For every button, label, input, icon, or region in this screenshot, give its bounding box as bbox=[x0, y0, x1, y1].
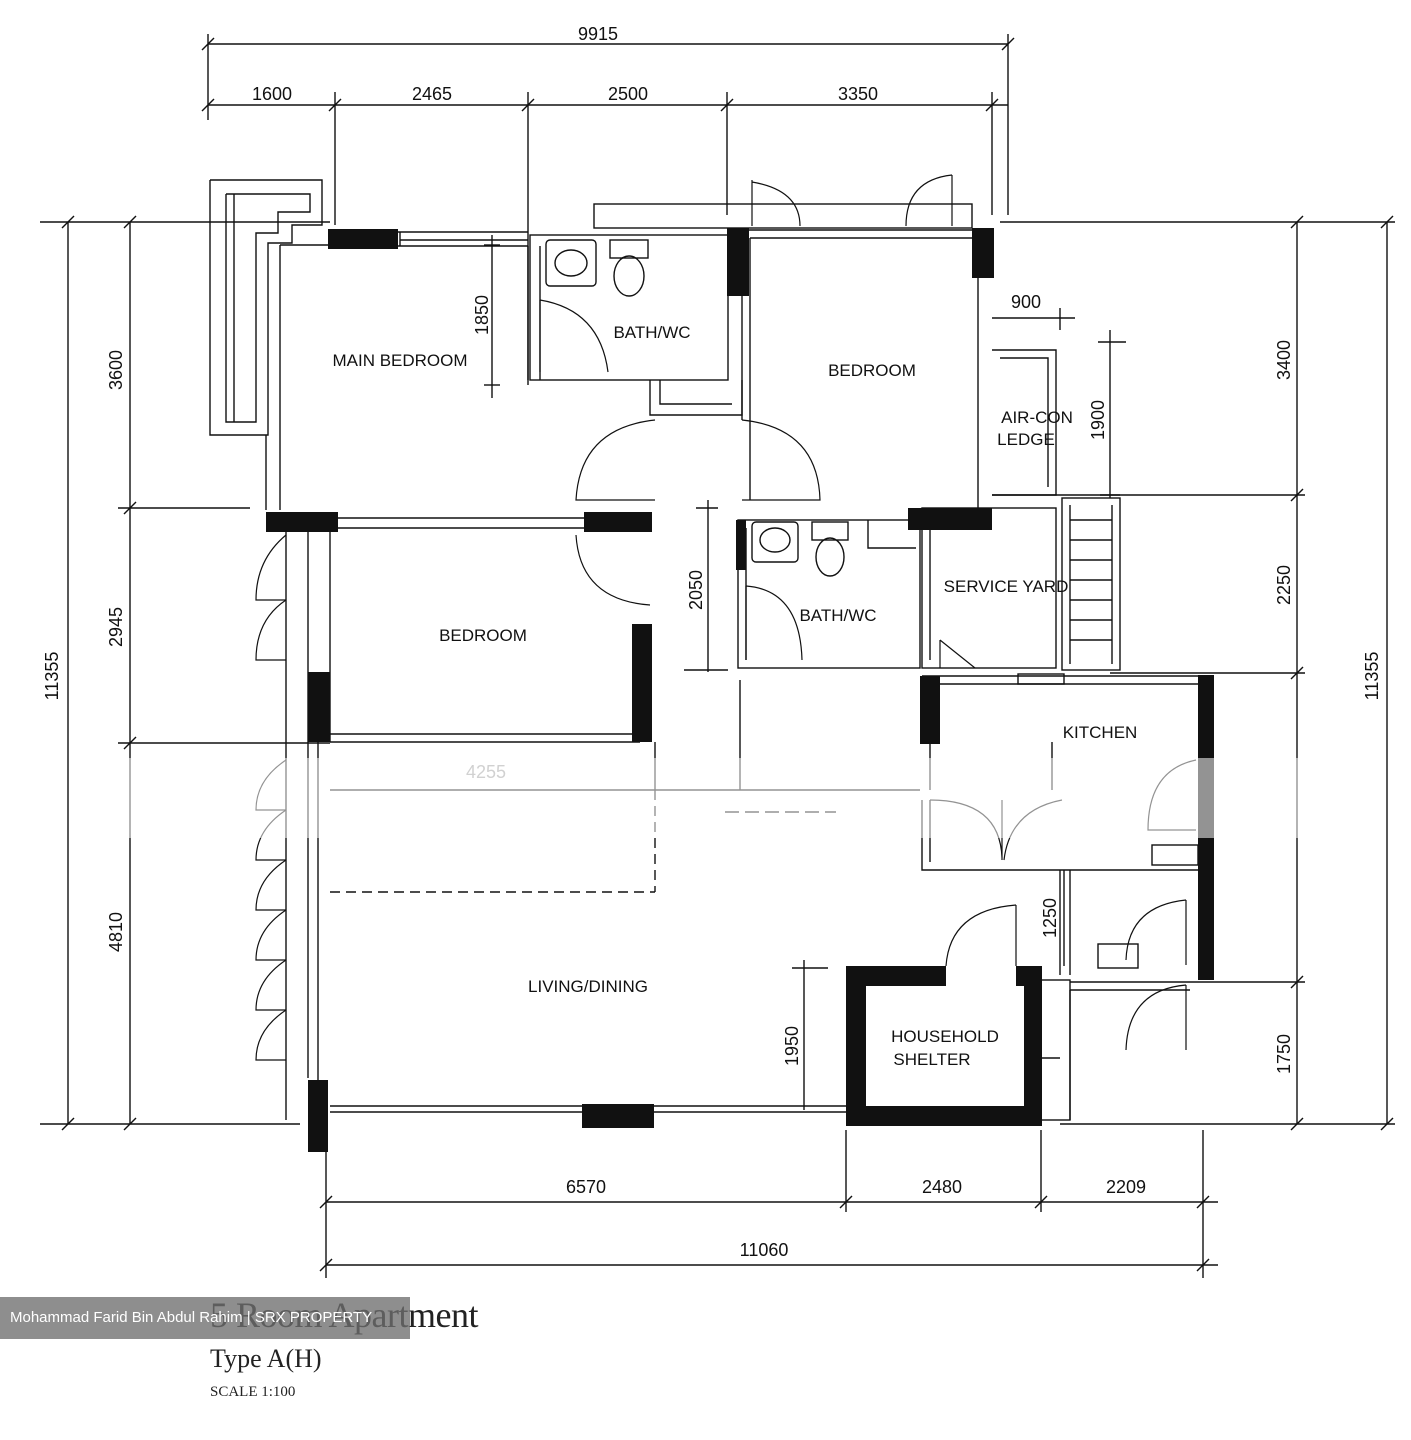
plan-scale: SCALE 1:100 bbox=[210, 1384, 296, 1400]
room-kitchen: KITCHEN bbox=[1063, 723, 1138, 742]
dim-left-3: 4810 bbox=[106, 912, 126, 952]
dim-bottom-1: 6570 bbox=[566, 1177, 606, 1197]
dim-right-1: 3400 bbox=[1274, 340, 1294, 380]
faded-band bbox=[100, 758, 1310, 838]
internal-dimensions bbox=[484, 235, 1126, 1110]
dim-bath-height: 1850 bbox=[472, 295, 492, 335]
room-service-yard: SERVICE YARD bbox=[944, 577, 1069, 596]
room-bedroom-left: BEDROOM bbox=[439, 626, 527, 645]
dim-shelter-height: 1950 bbox=[782, 1026, 802, 1066]
dim-kitchen-height: 1250 bbox=[1040, 898, 1060, 938]
dim-left-2: 2945 bbox=[106, 607, 126, 647]
dim-bath-mid-height: 2050 bbox=[686, 570, 706, 610]
dim-bottom-3: 2209 bbox=[1106, 1177, 1146, 1197]
dim-bottom-total: 11060 bbox=[740, 1240, 789, 1260]
planter-box bbox=[209, 179, 323, 436]
dim-aircon-width: 900 bbox=[1011, 292, 1041, 312]
bath-fixtures bbox=[545, 239, 849, 577]
dim-top-3: 2500 bbox=[608, 84, 648, 104]
dim-right-total: 11355 bbox=[1362, 652, 1382, 701]
bottom-dimensions bbox=[319, 1130, 1218, 1278]
room-bath-top: BATH/WC bbox=[613, 323, 690, 342]
room-household-shelter: HOUSEHOLD bbox=[891, 1027, 999, 1046]
room-aircon-ledge-2: LEDGE bbox=[997, 430, 1055, 449]
dim-top-2: 2465 bbox=[412, 84, 452, 104]
room-main-bedroom: MAIN BEDROOM bbox=[332, 351, 467, 370]
doors bbox=[255, 174, 1197, 1061]
room-aircon-ledge: AIR-CON bbox=[1001, 408, 1073, 427]
room-household-shelter-2: SHELTER bbox=[893, 1050, 970, 1069]
right-dimensions bbox=[1000, 215, 1395, 1131]
room-living-dining: LIVING/DINING bbox=[528, 977, 648, 996]
dim-right-3: 1750 bbox=[1274, 1034, 1294, 1074]
top-dimensions bbox=[201, 34, 1015, 385]
walls-thin bbox=[265, 203, 1200, 1121]
dim-aircon-height: 1900 bbox=[1088, 400, 1108, 440]
left-dimensions bbox=[40, 215, 330, 1131]
dim-left-1: 3600 bbox=[106, 350, 126, 390]
plan-type: Type A(H) bbox=[210, 1344, 322, 1373]
room-bath-mid: BATH/WC bbox=[799, 606, 876, 625]
dim-left-total: 11355 bbox=[42, 652, 62, 701]
dim-top-4: 3350 bbox=[838, 84, 878, 104]
room-bedroom-top: BEDROOM bbox=[828, 361, 916, 380]
dim-bottom-2: 2480 bbox=[922, 1177, 962, 1197]
dim-top-1: 1600 bbox=[252, 84, 292, 104]
walls-heavy bbox=[266, 228, 1214, 1152]
agent-watermark: Mohammad Farid Bin Abdul Rahim | SRX PRO… bbox=[0, 1297, 410, 1339]
dim-top-total: 9915 bbox=[578, 24, 618, 44]
dim-right-2: 2250 bbox=[1274, 565, 1294, 605]
